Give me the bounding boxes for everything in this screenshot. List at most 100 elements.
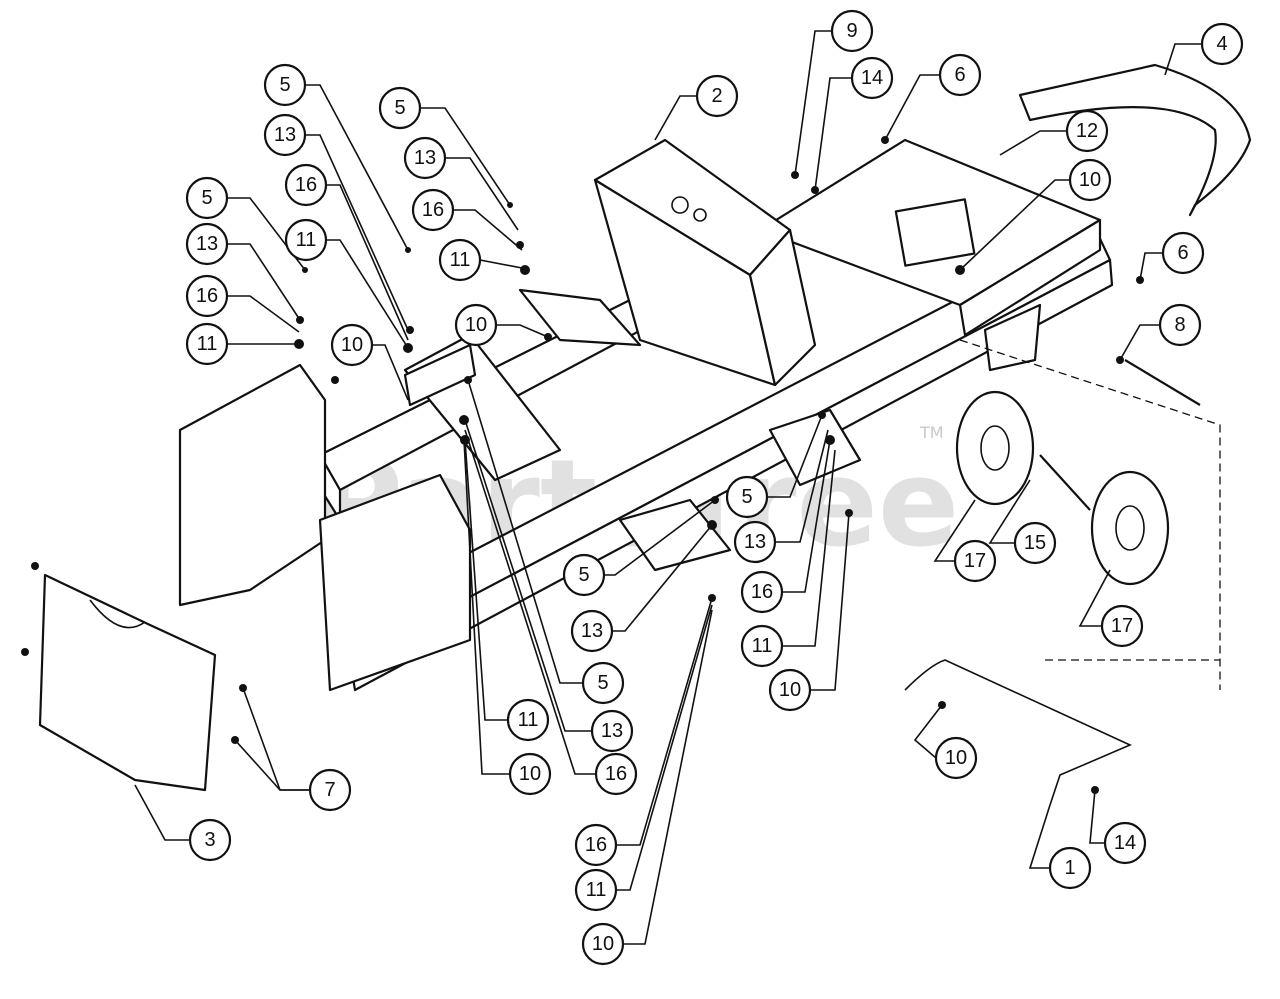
- callout: 7: [308, 768, 352, 812]
- svg-text:7: 7: [324, 779, 335, 801]
- callout: 16: [284, 163, 328, 207]
- svg-text:13: 13: [601, 720, 623, 742]
- callout: 12: [1065, 109, 1109, 153]
- svg-text:9: 9: [846, 20, 857, 42]
- pulley-right: [1090, 470, 1170, 586]
- svg-text:5: 5: [279, 74, 290, 96]
- rear-cross-member: [518, 288, 642, 347]
- callout: 13: [185, 222, 229, 266]
- dash-panel-side: [748, 228, 817, 387]
- dash-hole: [693, 208, 707, 222]
- svg-text:8: 8: [1174, 314, 1185, 336]
- svg-text:16: 16: [605, 763, 627, 785]
- svg-text:14: 14: [861, 67, 883, 89]
- svg-text:11: 11: [197, 333, 218, 355]
- callout: 13: [263, 113, 307, 157]
- pulley-right-hub: [1115, 505, 1145, 551]
- callout: 11: [740, 624, 784, 668]
- callout: 14: [1103, 821, 1147, 865]
- front-grille-plate: [38, 573, 217, 792]
- svg-text:5: 5: [597, 672, 608, 694]
- svg-text:11: 11: [752, 635, 773, 657]
- svg-text:5: 5: [201, 187, 212, 209]
- svg-text:16: 16: [196, 285, 218, 307]
- svg-text:15: 15: [1024, 532, 1046, 554]
- callout: 6: [1161, 231, 1205, 275]
- svg-text:16: 16: [751, 581, 773, 603]
- svg-text:13: 13: [414, 147, 436, 169]
- callout: 16: [594, 752, 638, 796]
- rear-frame-bracket: [894, 198, 976, 267]
- callout: 15: [1013, 521, 1057, 565]
- callout: 1: [1048, 846, 1092, 890]
- grille-cutout: [89, 599, 146, 629]
- callout: 5: [263, 63, 307, 107]
- mount-plate-right: [768, 408, 862, 487]
- svg-text:5: 5: [394, 97, 405, 119]
- callout: 11: [574, 868, 618, 912]
- callout: 9: [830, 9, 874, 53]
- callout: 13: [570, 609, 614, 653]
- dash-hole: [671, 196, 689, 214]
- callout: 16: [574, 823, 618, 867]
- rear-frame-box-side: [958, 218, 1102, 337]
- callout: 17: [953, 539, 997, 583]
- right-side-panel: [318, 473, 472, 692]
- svg-text:4: 4: [1216, 33, 1227, 55]
- callout: 11: [185, 322, 229, 366]
- svg-text:11: 11: [450, 249, 471, 271]
- callout: 10: [330, 323, 374, 367]
- pulley-assembly: [955, 390, 1170, 586]
- callout: 5: [581, 661, 625, 705]
- svg-text:16: 16: [422, 199, 444, 221]
- frame-assembly: [178, 138, 1114, 692]
- callout: 2: [695, 74, 739, 118]
- svg-text:13: 13: [744, 531, 766, 553]
- callout: 4: [1200, 22, 1244, 66]
- svg-text:10: 10: [341, 334, 363, 356]
- callout: 5: [378, 86, 422, 130]
- svg-text:13: 13: [196, 233, 218, 255]
- svg-text:16: 16: [295, 174, 317, 196]
- reference-line: [959, 339, 1221, 690]
- callout: 10: [508, 752, 552, 796]
- callout: 14: [850, 56, 894, 100]
- callout: 16: [411, 188, 455, 232]
- svg-text:14: 14: [1114, 832, 1136, 854]
- svg-text:3: 3: [204, 829, 215, 851]
- callout: 10: [581, 922, 625, 966]
- svg-text:13: 13: [274, 124, 296, 146]
- rear-axle-mount: [983, 303, 1042, 372]
- watermark-tm: TM: [919, 423, 944, 442]
- callout: 11: [506, 698, 550, 742]
- rear-bumper: [1018, 63, 1252, 217]
- svg-text:12: 12: [1076, 120, 1098, 142]
- callout: 10: [1068, 158, 1112, 202]
- callout: 16: [185, 274, 229, 318]
- mount-plate-left: [403, 343, 477, 407]
- callout: 5: [185, 176, 229, 220]
- svg-text:10: 10: [945, 747, 967, 769]
- callout: 10: [454, 303, 498, 347]
- callout: 6: [938, 53, 982, 97]
- callout: 16: [740, 570, 784, 614]
- svg-text:10: 10: [519, 763, 541, 785]
- callout: 10: [768, 668, 812, 712]
- rod: [1124, 359, 1201, 406]
- callout: 10: [934, 736, 978, 780]
- svg-text:6: 6: [1177, 242, 1188, 264]
- svg-text:17: 17: [1111, 615, 1133, 637]
- svg-text:5: 5: [741, 486, 752, 508]
- svg-text:17: 17: [964, 550, 986, 572]
- svg-text:16: 16: [585, 834, 607, 856]
- lever-rod: [904, 659, 1132, 806]
- callout: 8: [1158, 303, 1202, 347]
- svg-text:11: 11: [518, 709, 539, 731]
- svg-text:11: 11: [296, 229, 317, 251]
- callout: 17: [1100, 604, 1144, 648]
- pulley-shaft: [1039, 454, 1091, 511]
- right-frame-rail-side: [348, 258, 1114, 692]
- pulley-left: [955, 390, 1035, 506]
- svg-text:2: 2: [711, 85, 722, 107]
